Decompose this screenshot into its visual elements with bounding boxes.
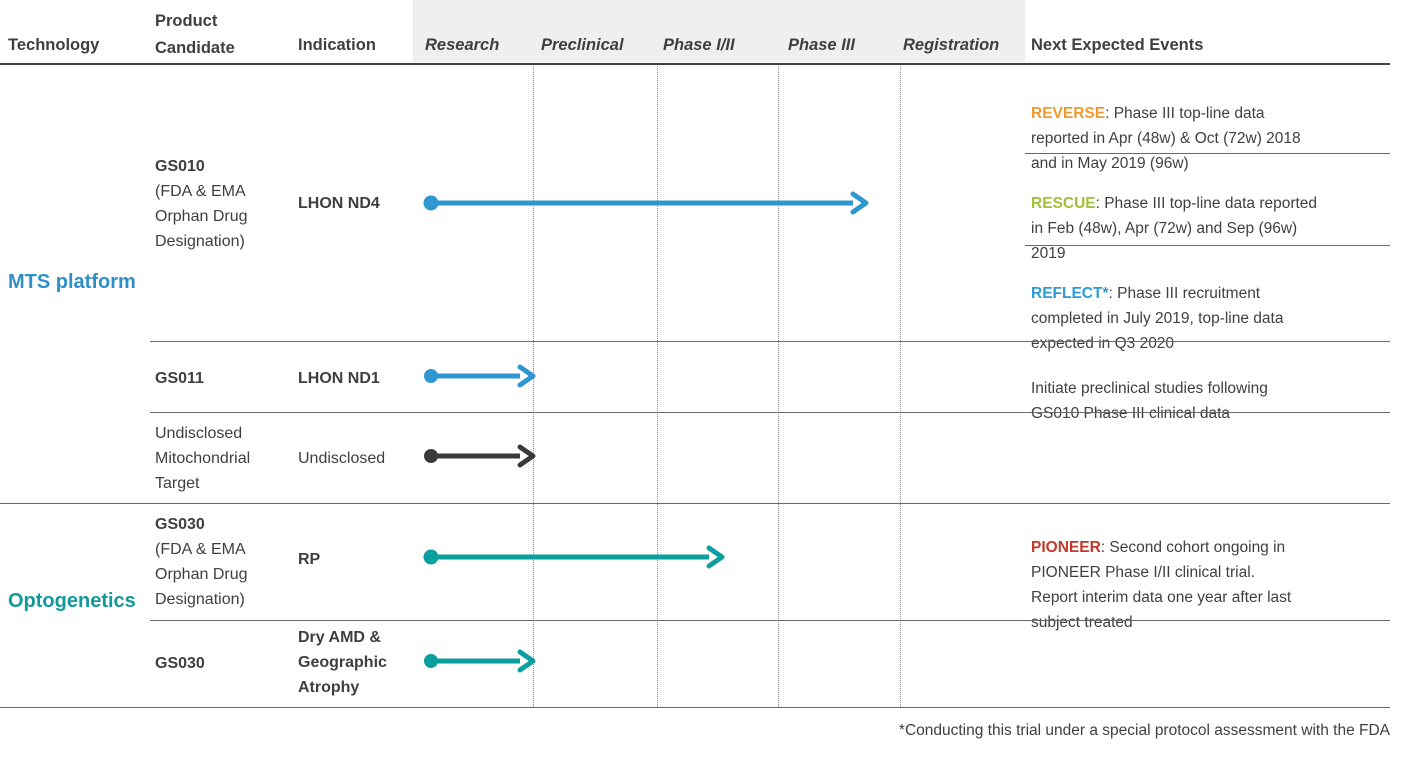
row-divider-line [150,620,1390,621]
trial-tag: REFLECT* [1031,285,1109,302]
product-candidate-cell: Undisclosed Mitochondrial Target [155,425,251,492]
technology-label-optogenetics: Optogenetics [8,590,136,612]
arrow-head [706,545,725,569]
pipeline-arrow [424,649,536,673]
product-note: (FDA & EMA Orphan Drug Designation) [155,183,248,250]
column-header-registration: Registration [903,36,1000,54]
column-header-phase-1-2: Phase I/II [663,36,735,54]
pipeline-arrow [423,545,725,569]
technology-divider-line [0,503,1390,504]
column-header-indication: Indication [298,36,376,54]
bottom-border-line [0,707,1390,708]
next-event-gs011: Initiate preclinical studies following G… [1031,351,1403,426]
row-divider-line [150,341,1390,342]
event-divider-line [1025,245,1390,246]
phase-divider-line [533,66,534,707]
trial-tag: RESCUE [1031,195,1096,212]
indication-cell: RP [298,551,321,568]
event-text: Initiate preclinical studies following G… [1031,380,1268,422]
trial-tag: REVERSE [1031,105,1106,122]
arrow-head [850,191,869,215]
pipeline-arrow [424,444,536,468]
indication-cell: LHON ND1 [298,370,380,387]
event-text: : Phase III top-line data reported in Ap… [1031,105,1301,172]
next-event-pioneer: PIONEER: Second cohort ongoing in PIONEE… [1031,510,1403,635]
footnote: *Conducting this trial under a special p… [898,722,1390,739]
product-name: GS010 [155,158,205,175]
product-name: GS030 [155,516,205,533]
pipeline-arrow [424,364,536,388]
event-text: : Second cohort ongoing in PIONEER Phase… [1031,539,1292,631]
technology-label-mts-platform: MTS platform [8,271,136,293]
arrow-head [517,364,536,388]
pipeline-arrow [423,191,869,215]
next-event-reverse: REVERSE: Phase III top-line data reporte… [1031,76,1403,176]
indication-cell: LHON ND4 [298,195,380,212]
column-header-preclinical: Preclinical [541,36,624,54]
product-candidate-cell: GS011 [155,370,204,387]
column-header-technology: Technology [8,36,100,54]
header-underline [0,63,1390,65]
row-divider-line [150,412,1390,413]
trial-tag: PIONEER [1031,539,1101,556]
event-text: : Phase III top-line data reported in Fe… [1031,195,1318,262]
product-note: (FDA & EMA Orphan Drug Designation) [155,541,248,608]
column-header-next-expected-events: Next Expected Events [1031,36,1204,54]
product-candidate-cell: GS010 (FDA & EMA Orphan Drug Designation… [155,154,277,254]
phase-header-band [413,0,1025,62]
indication-cell: Undisclosed [298,450,386,467]
product-candidate-cell: GS030 [155,655,205,672]
phase-divider-line [900,66,901,707]
arrow-head [517,444,536,468]
product-candidate-cell: GS030 (FDA & EMA Orphan Drug Designation… [155,512,277,612]
column-header-phase-3: Phase III [788,36,855,54]
phase-divider-line [778,66,779,707]
indication-cell: Dry AMD & Geographic Atrophy [298,629,387,696]
arrow-head [517,649,536,673]
next-event-reflect: REFLECT*: Phase III recruitment complete… [1031,256,1403,356]
column-header-product-candidate: Product Candidate [155,12,235,57]
column-header-research: Research [425,36,500,54]
next-event-rescue: RESCUE: Phase III top-line data reported… [1031,166,1403,266]
event-divider-line [1025,153,1390,154]
phase-divider-line [657,66,658,707]
event-text: : Phase III recruitment completed in Jul… [1031,285,1284,352]
